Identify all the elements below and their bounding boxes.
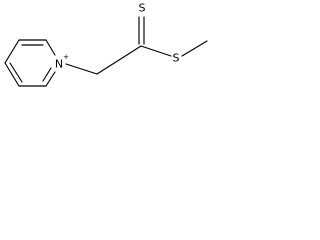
molecule-drawing: N + S S <box>4 2 208 87</box>
bond-s-methyl <box>181 40 208 57</box>
ring-bond-c4-c5 <box>4 62 20 87</box>
atom-s-thione-label: S <box>139 2 146 15</box>
ring-double-bond-inner-right <box>42 67 52 82</box>
atom-n1-label: N <box>55 58 63 71</box>
chemical-structure-canvas: N + S S <box>0 0 208 116</box>
ring-bond-c3-c4 <box>4 39 20 64</box>
pyridinium-ring <box>4 39 56 87</box>
ring-bond-n1-c2 <box>45 39 56 56</box>
bond-c-s-thioether <box>140 45 172 57</box>
bond-ch2-c-thiocarbonyl <box>96 45 142 75</box>
ring-double-bond-inner-left <box>9 62 23 83</box>
atom-s-thioether-label: S <box>173 52 180 65</box>
bond-n1-ch2 <box>65 63 98 75</box>
ring-bond-c6-n1 <box>45 71 56 87</box>
atom-n1-charge: + <box>63 53 69 61</box>
